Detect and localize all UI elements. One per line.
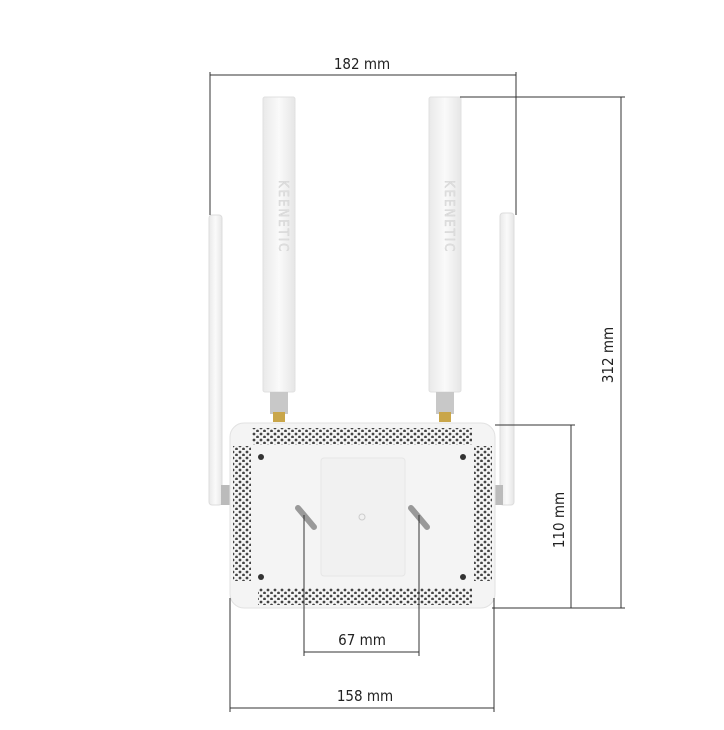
antenna-right-short xyxy=(499,212,515,506)
width-with-antennas-label: 182 mm xyxy=(334,55,390,73)
antenna-brand-logo: KEENETIC xyxy=(441,180,456,253)
mount-spacing-label: 67 mm xyxy=(338,631,386,649)
antenna-left-short xyxy=(208,214,223,506)
body-height-label: 110 mm xyxy=(550,492,568,548)
mount-slot-left xyxy=(295,505,317,530)
antenna-brand-logo: KEENETIC xyxy=(275,180,290,253)
antenna-left-tall: KEENETIC xyxy=(262,96,296,422)
body-width-label: 158 mm xyxy=(337,687,393,705)
dimension-lines xyxy=(209,72,625,712)
antenna-right-tall: KEENETIC xyxy=(428,96,462,422)
height-with-antennas-label: 312 mm xyxy=(599,327,617,383)
router-body xyxy=(229,422,496,609)
